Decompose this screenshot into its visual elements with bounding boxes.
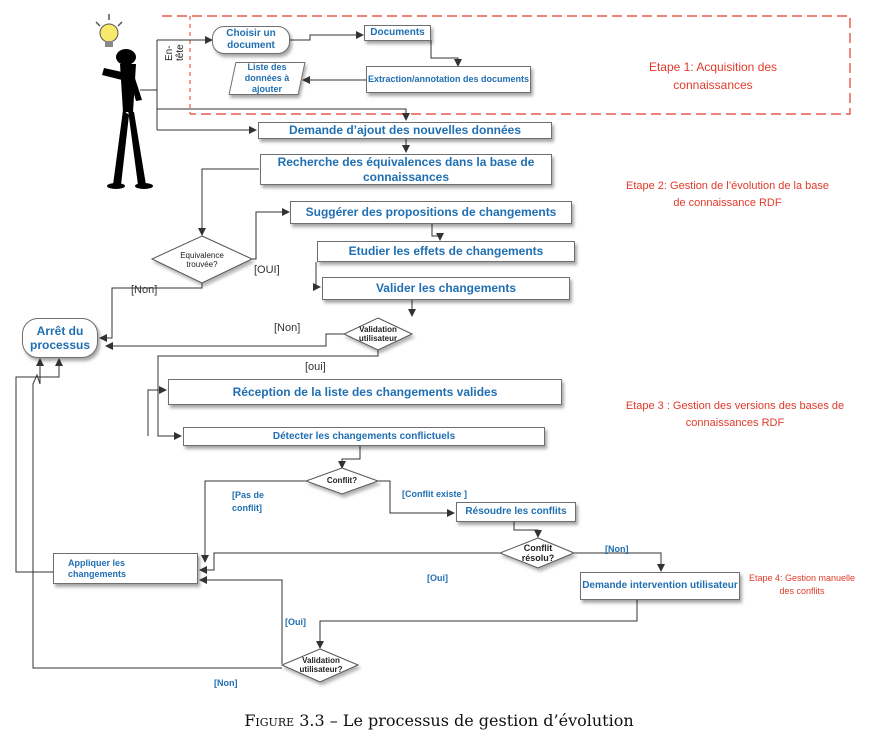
node-appliquer: Appliquer les changements [53, 553, 198, 584]
decision-label-conflit: Conflit? [326, 476, 358, 486]
node-demande-intervention: Demande intervention utilisateur [580, 572, 740, 600]
edge-label-non-4: [Non] [214, 678, 238, 688]
node-demande-ajout: Demande d’ajout des nouvelles données [258, 122, 552, 139]
decision-validation-1 [342, 317, 414, 351]
header-label: En-tête [164, 44, 186, 61]
step-2-label: Etape 2: Gestion de l’évolution de la ba… [625, 180, 830, 209]
decision-label-validation-1: Validation utilisateur [358, 324, 398, 343]
step-3-label: Etape 3 : Gestion des versions des bases… [625, 400, 845, 429]
node-reception: Réception de la liste des changements va… [168, 379, 562, 405]
decision-label-validation-2: Validation utilisateur? [299, 655, 343, 674]
connectors [15, 14, 851, 683]
edge-label-oui-2: [oui] [305, 361, 326, 373]
node-arret-processus: Arrêt du processus [22, 318, 98, 358]
decision-validation-2 [280, 648, 360, 683]
edge-label-pas-de-conflit: [Pas de conflit] [232, 490, 265, 513]
edge-label-conflit-existe: [Conflit existe ] [402, 489, 468, 499]
step-1-label: Etape 1: Acquisition des connaissances [648, 60, 778, 92]
decision-label-conflit-resolu: Conflit résolu? [521, 542, 555, 563]
node-detecter: Détecter les changements conflictuels [183, 427, 545, 446]
node-recherche-equivalences: Recherche des équivalences dans la base … [260, 154, 552, 185]
decision-label-equivalence: Equivalence trouvée? [180, 250, 224, 269]
decision-conflit-resolu [498, 537, 576, 569]
edge-label-oui-3: [Oui] [427, 573, 448, 583]
step-4-label: Etape 4: Gestion manuelle des conflits [748, 573, 856, 596]
node-valider: Valider les changements [322, 277, 570, 300]
decision-equivalence [150, 235, 254, 284]
thinking-person-icon [95, 14, 153, 189]
edge-label-oui-1: [OUI] [254, 264, 280, 276]
figure-caption: Figure 3.3 – Le processus de gestion d’é… [244, 711, 634, 730]
node-suggerer: Suggérer des propositions de changements [290, 201, 572, 224]
node-resoudre: Résoudre les conflits [456, 502, 576, 522]
decision-conflit [304, 467, 380, 495]
node-liste-donnees: Liste des données à ajouter [228, 62, 306, 95]
edge-label-oui-4: [Oui] [285, 617, 306, 627]
edge-label-non-2: [Non] [274, 322, 301, 334]
edge-label-non-3: [Non] [605, 544, 629, 554]
header-frame [162, 15, 851, 115]
node-etudier: Etudier les effets de changements [317, 241, 575, 262]
edge-label-non-1: [Non] [131, 284, 158, 296]
node-choisir-document: Choisir un document [212, 26, 290, 54]
node-documents: Documents [364, 25, 431, 41]
process-flowchart: En-tête Choisir un document Documents Ex… [15, 14, 856, 688]
node-extraction: Extraction/annotation des documents [366, 66, 531, 93]
